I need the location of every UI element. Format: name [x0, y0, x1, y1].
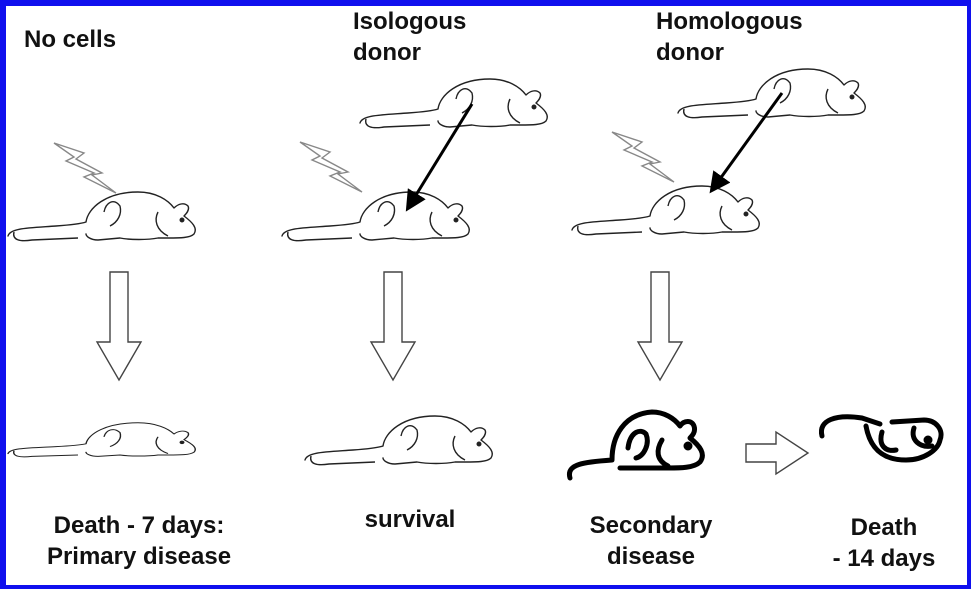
right-arrow-icon: [746, 432, 808, 474]
down-arrow-icon: [371, 272, 415, 380]
heading-no-cells: No cells: [24, 24, 116, 55]
radiation-bolt-icon: [54, 143, 116, 193]
outcome-primary-disease: Death - 7 days: Primary disease: [24, 510, 254, 572]
radiation-bolt-icon: [300, 142, 362, 192]
mouse-icon: [821, 417, 941, 460]
transfer-arrow-icon: [712, 93, 782, 190]
down-arrow-icon: [97, 272, 141, 380]
radiation-bolt-icon: [612, 132, 674, 182]
mouse-icon: [569, 412, 702, 478]
outcome-survival: survival: [340, 504, 480, 535]
heading-homologous-donor: Homologous donor: [656, 6, 803, 68]
mouse-icon: [678, 69, 865, 118]
outcome-secondary-disease: Secondary disease: [566, 510, 736, 572]
mouse-icon: [8, 192, 195, 241]
heading-isologous-donor: Isologous donor: [353, 6, 466, 68]
mouse-icon: [305, 416, 492, 465]
mouse-icon: [8, 423, 195, 457]
down-arrow-icon: [638, 272, 682, 380]
mouse-icon: [282, 192, 469, 241]
transfer-arrow-icon: [408, 104, 472, 208]
mouse-icon: [572, 186, 759, 235]
outcome-death-14-days: Death - 14 days: [814, 512, 954, 574]
mouse-icon: [360, 79, 547, 128]
